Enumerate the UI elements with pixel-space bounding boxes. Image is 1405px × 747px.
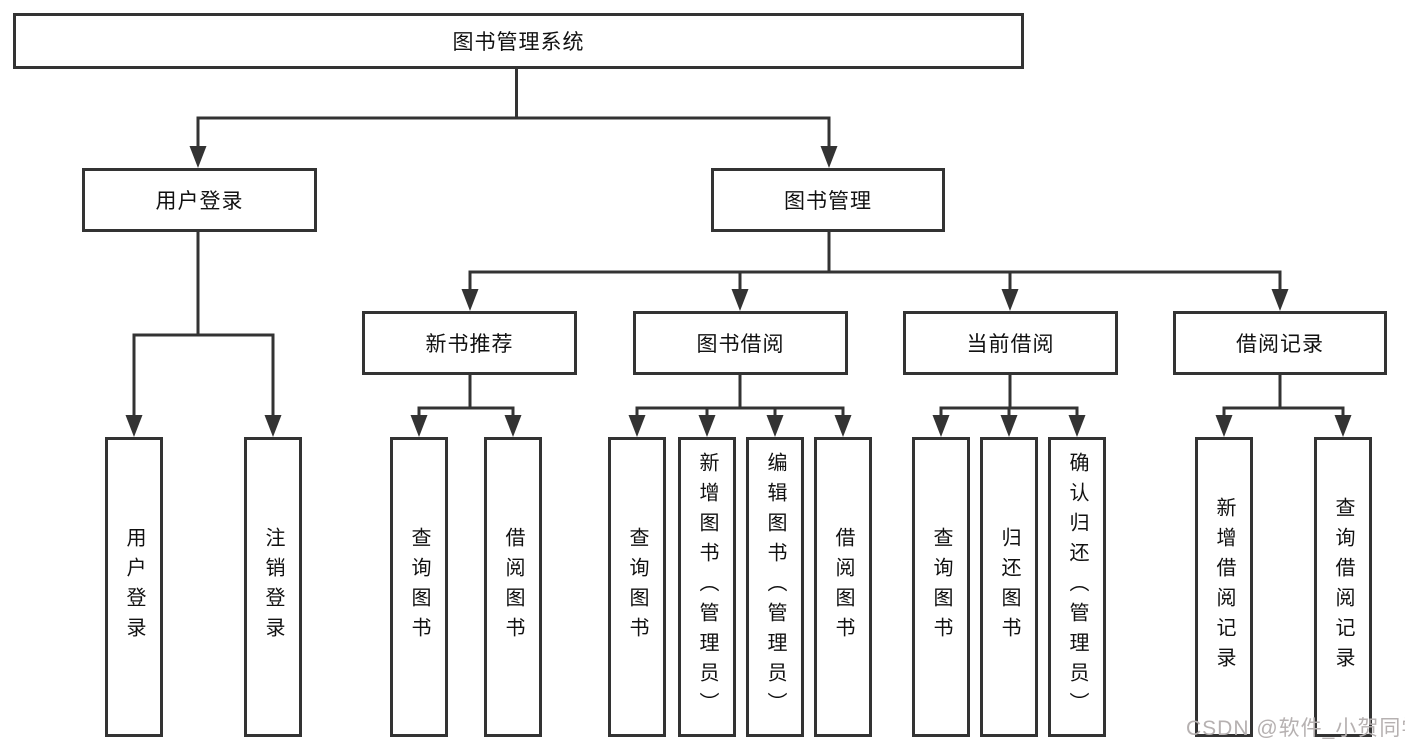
node-user-login: 用户登录: [82, 168, 317, 232]
leaf-query-book-recommend: 查询图书: [390, 437, 448, 737]
node-book-management: 图书管理: [711, 168, 945, 232]
leaf-label: 查询借阅记录: [1332, 497, 1354, 677]
node-book-borrow: 图书借阅: [633, 311, 848, 375]
arrowhead: [461, 289, 479, 311]
arrowhead: [1271, 289, 1289, 311]
leaf-label: 注销登录: [262, 527, 284, 647]
arrowhead: [1334, 415, 1352, 437]
leaf-edit-book-admin: 编辑图书（管理员）: [746, 437, 804, 737]
leaf-logout-login: 注销登录: [244, 437, 302, 737]
arrowhead: [264, 415, 282, 437]
arrowhead: [766, 415, 784, 437]
connector-book-management-children: [461, 232, 1289, 311]
leaf-label: 确认归还（管理员）: [1066, 452, 1088, 722]
leaf-label: 归还图书: [998, 527, 1020, 647]
leaf-label: 编辑图书（管理员）: [764, 452, 786, 722]
leaf-label: 用户登录: [123, 527, 145, 647]
arrowhead: [189, 146, 207, 168]
leaf-add-book-admin: 新增图书（管理员）: [678, 437, 736, 737]
arrowhead: [820, 146, 838, 168]
connector-root-to-level2: [189, 69, 838, 168]
node-new-book-recommend: 新书推荐: [362, 311, 577, 375]
node-library-system: 图书管理系统: [13, 13, 1024, 69]
leaf-confirm-return-admin: 确认归还（管理员）: [1048, 437, 1106, 737]
leaf-borrow-book-recommend: 借阅图书: [484, 437, 542, 737]
leaf-add-borrow-record: 新增借阅记录: [1195, 437, 1253, 737]
leaf-label: 借阅图书: [502, 527, 524, 647]
connector-new-book-children: [410, 375, 522, 437]
arrowhead: [125, 415, 143, 437]
connector-borrow-record-children: [1215, 375, 1352, 437]
leaf-label: 借阅图书: [832, 527, 854, 647]
arrowhead: [1215, 415, 1233, 437]
arrowhead: [932, 415, 950, 437]
arrowhead: [504, 415, 522, 437]
watermark: CSDN @软件_小贺同学: [1186, 717, 1405, 740]
arrowhead: [698, 415, 716, 437]
arrowhead: [834, 415, 852, 437]
leaf-query-borrow-record: 查询借阅记录: [1314, 437, 1372, 737]
arrowhead: [410, 415, 428, 437]
connector-current-borrow-children: [932, 375, 1086, 437]
leaf-borrow-book: 借阅图书: [814, 437, 872, 737]
leaf-return-book: 归还图书: [980, 437, 1038, 737]
node-borrow-record: 借阅记录: [1173, 311, 1387, 375]
leaf-label: 新增图书（管理员）: [696, 452, 718, 722]
leaf-label: 查询图书: [930, 527, 952, 647]
arrowhead: [731, 289, 749, 311]
arrowhead: [1000, 415, 1018, 437]
leaf-label: 查询图书: [626, 527, 648, 647]
leaf-query-book-current: 查询图书: [912, 437, 970, 737]
connector-book-borrow-children: [628, 375, 852, 437]
leaf-query-book-borrow: 查询图书: [608, 437, 666, 737]
arrowhead: [1068, 415, 1086, 437]
leaf-label: 新增借阅记录: [1213, 497, 1235, 677]
leaf-user-login: 用户登录: [105, 437, 163, 737]
leaf-label: 查询图书: [408, 527, 430, 647]
connector-user-login-children: [125, 232, 282, 437]
arrowhead: [628, 415, 646, 437]
arrowhead: [1001, 289, 1019, 311]
node-current-borrow: 当前借阅: [903, 311, 1118, 375]
